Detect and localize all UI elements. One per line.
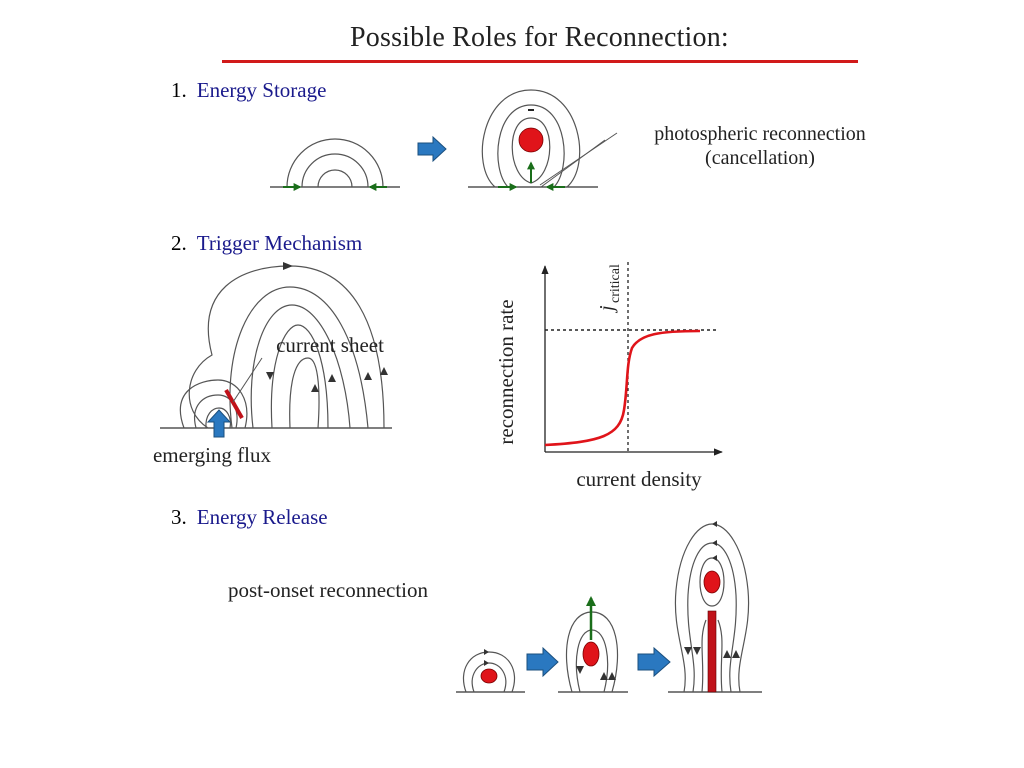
direction-tick [684,647,692,655]
energy-storage-figure: photospheric reconnection (cancellation) [270,89,866,191]
direction-tick [266,372,274,380]
emerging-flux-label: emerging flux [153,443,272,467]
direction-tick [328,374,336,382]
item-number: 2. [171,231,187,255]
trigger-mechanism-figure: current sheet emerging flux [153,262,392,467]
direction-tick [484,660,489,666]
flux-rope-loop [511,117,551,184]
direction-tick [723,650,731,658]
field-line [701,619,723,693]
direction-tick [732,650,740,658]
emerging-arrow-icon [206,409,232,438]
direction-tick [608,672,616,680]
direction-tick [380,367,388,375]
item-label: Energy Release [196,505,328,529]
j-symbol: j [596,305,618,314]
field-line [481,89,581,188]
field-line [317,169,353,188]
flux-rope-core [480,668,498,684]
item-energy-release: 3. Energy Release [171,505,328,530]
photospheric-label: photospheric reconnection [654,123,866,145]
field-line [497,104,565,188]
item-number: 3. [171,505,187,529]
field-line [286,138,384,188]
reconnection-rate-graph: reconnection rate current density j crit… [494,262,723,491]
direction-tick [600,672,608,680]
item-trigger-mechanism: 2. Trigger Mechanism [171,231,362,256]
direction-tick [712,540,717,546]
field-line [188,265,385,429]
rate-curve [544,329,701,447]
direction-tick [693,647,701,655]
direction-tick [712,521,717,527]
energy-release-figure: post-onset reconnection [228,521,762,693]
current-sheet [224,389,244,419]
y-axis-label: reconnection rate [494,299,518,444]
item-number: 1. [171,78,187,102]
emerging-loop [205,407,232,429]
jcritical-label: j critical [596,264,623,314]
x-axis-label: current density [576,467,702,491]
page-title: Possible Roles for Reconnection: [350,22,729,53]
direction-tick [311,384,319,392]
emerging-loop [179,379,248,429]
item-energy-storage: 1. Energy Storage [171,78,326,103]
pointer-line [232,357,263,403]
critical-subscript: critical [608,264,623,303]
item-label: Energy Storage [196,78,327,102]
item-label: Trigger Mechanism [196,231,363,255]
flux-rope-core [518,127,544,153]
field-line [289,357,320,429]
direction-tick [484,649,489,655]
field-line [229,286,369,429]
cancellation-label: (cancellation) [705,147,815,169]
blue-arrow-icon [417,135,447,163]
direction-tick [712,555,717,561]
current-sheet-label: current sheet [276,333,384,357]
emerging-loop [194,394,238,429]
direction-tick [364,372,372,380]
field-line [270,324,329,429]
post-onset-label: post-onset reconnection [228,578,429,602]
current-sheet [707,610,717,693]
blue-arrow-icon [526,646,559,678]
field-line [250,304,351,429]
title-underline [222,60,858,63]
pointer-line [540,139,606,188]
direction-tick [283,262,293,270]
blue-arrow-icon [637,646,671,678]
flux-rope-core [582,641,600,667]
flux-rope-core [703,570,721,594]
field-line [301,153,369,188]
direction-tick [576,666,584,674]
